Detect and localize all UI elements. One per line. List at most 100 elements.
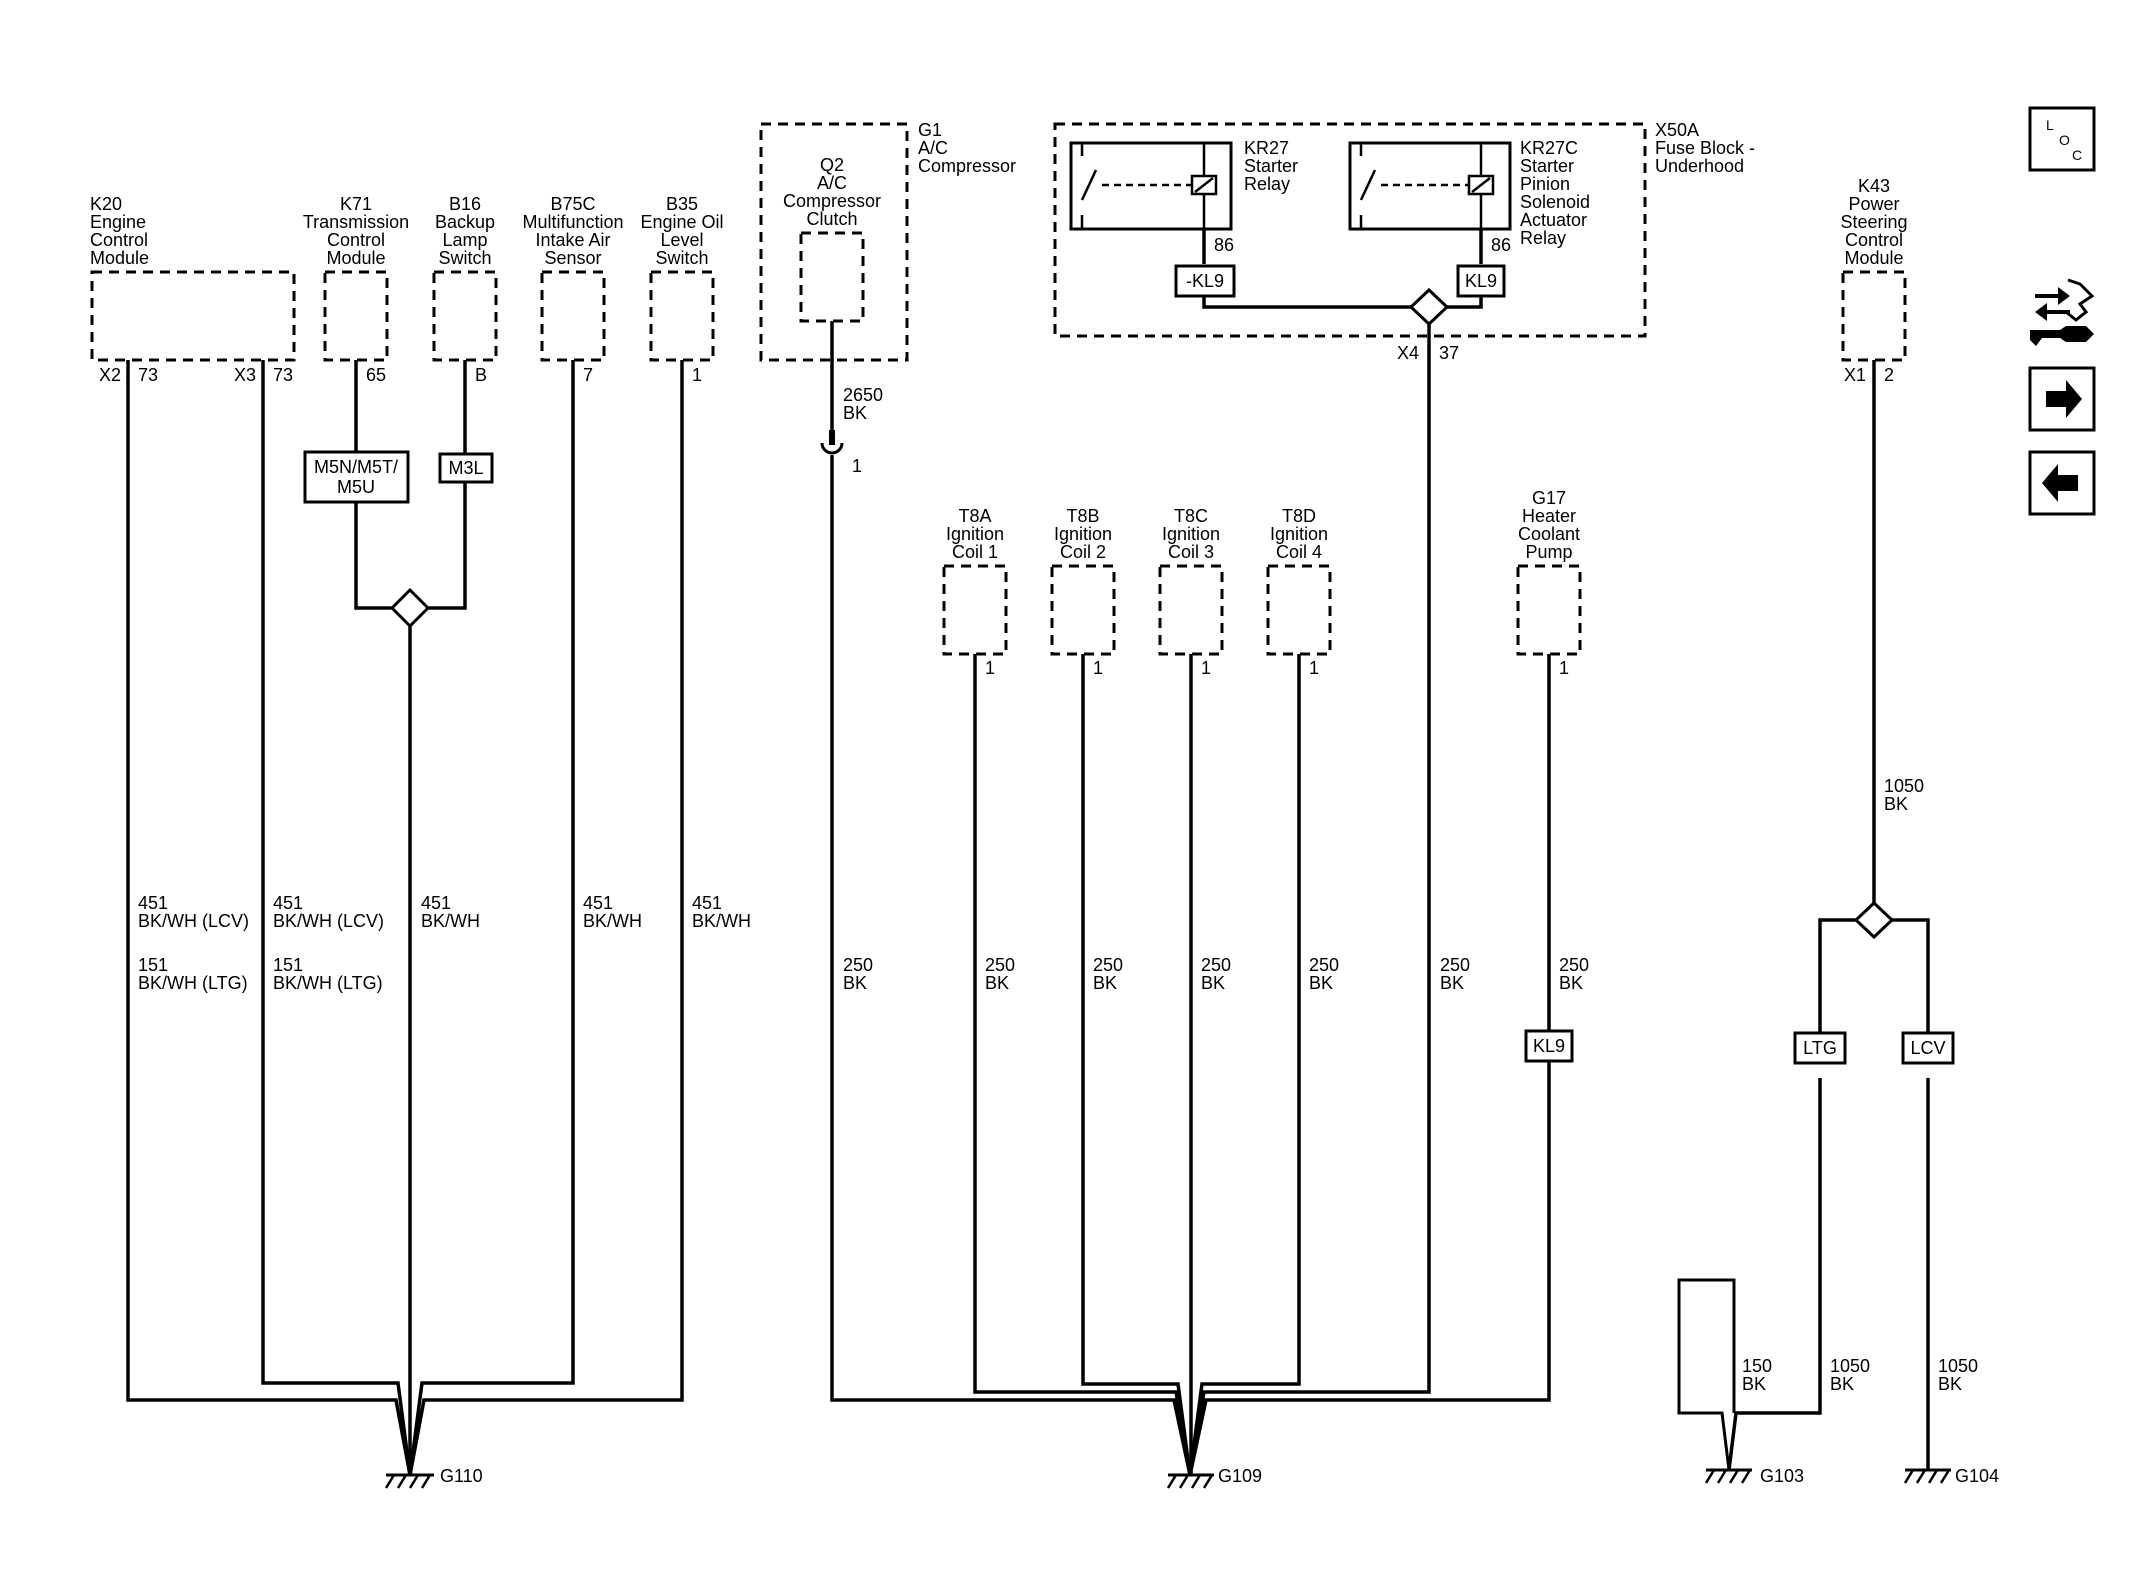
svg-text:BK/WH (LCV): BK/WH (LCV) [138, 911, 249, 931]
g17-pin: 1 [1559, 658, 1569, 678]
svg-text:Lamp: Lamp [442, 230, 487, 250]
k71-pin: 65 [366, 365, 386, 385]
splice-k71-b16 [389, 587, 431, 629]
wire-t8d [1188, 654, 1301, 1476]
svg-text:BK: BK [1309, 973, 1333, 993]
svg-text:KR27C: KR27C [1520, 138, 1578, 158]
svg-text:Pinion: Pinion [1520, 174, 1570, 194]
svg-text:Backup: Backup [435, 212, 495, 232]
wire-b75c [408, 360, 575, 1476]
svg-text:L: L [2046, 117, 2054, 133]
k20-label: K20 Engine Control Module [90, 194, 149, 268]
svg-text:Starter: Starter [1520, 156, 1574, 176]
svg-text:Compressor: Compressor [783, 191, 881, 211]
k20-x3-pin: 73 [273, 365, 293, 385]
option-m5n-line1: M5N/M5T/ [314, 457, 398, 477]
k20-x3-connector: X3 [234, 365, 256, 385]
t8d-ignition-coil-4 [1266, 564, 1332, 656]
g17-heater-coolant-pump [1516, 564, 1582, 656]
k43-connector: X1 [1844, 365, 1866, 385]
svg-text:BK/WH (LCV): BK/WH (LCV) [273, 911, 384, 931]
svg-text:T8A: T8A [958, 506, 991, 526]
svg-text:2650: 2650 [843, 385, 883, 405]
svg-text:250: 250 [1093, 955, 1123, 975]
option-m5n-line2: M5U [337, 477, 375, 497]
previous-page-button[interactable] [2028, 450, 2096, 516]
wire-x50a [1188, 320, 1431, 1476]
svg-text:451: 451 [583, 893, 613, 913]
g1-ac-compressor [759, 122, 909, 362]
svg-text:Engine: Engine [90, 212, 146, 232]
svg-text:BK: BK [1938, 1374, 1962, 1394]
svg-text:O: O [2059, 132, 2070, 148]
svg-text:Sensor: Sensor [544, 248, 601, 268]
kr27-label: KR27 Starter Relay [1244, 138, 1298, 194]
t8b-ignition-coil-2 [1050, 564, 1116, 656]
svg-text:Module: Module [90, 248, 149, 268]
svg-text:Module: Module [326, 248, 385, 268]
svg-text:Intake Air: Intake Air [535, 230, 610, 250]
b75c-pin: 7 [583, 365, 593, 385]
wire-k20-x3 [261, 360, 412, 1476]
k20-engine-control-module [90, 270, 296, 362]
svg-text:KL9: KL9 [1533, 1036, 1565, 1056]
t8b-pin: 1 [1093, 658, 1103, 678]
svg-text:Underhood: Underhood [1655, 156, 1744, 176]
svg-text:Control: Control [1845, 230, 1903, 250]
k71-label: K71 Transmission Control Module [303, 194, 409, 268]
svg-text:B75C: B75C [550, 194, 595, 214]
svg-text:Compressor: Compressor [918, 156, 1016, 176]
svg-text:BK/WH (LTG): BK/WH (LTG) [273, 973, 383, 993]
svg-text:-KL9: -KL9 [1186, 271, 1224, 291]
wire-k43-ltg-branch [1818, 918, 1857, 1050]
svg-text:250: 250 [1559, 955, 1589, 975]
wire-g103-150 [1677, 1278, 1736, 1471]
svg-text:Coil 1: Coil 1 [952, 542, 998, 562]
svg-text:B35: B35 [666, 194, 698, 214]
svg-text:KL9: KL9 [1465, 271, 1497, 291]
svg-text:Steering: Steering [1840, 212, 1907, 232]
svg-text:Fuse Block -: Fuse Block - [1655, 138, 1755, 158]
svg-text:250: 250 [1440, 955, 1470, 975]
connector-end-view-icon[interactable] [2030, 278, 2095, 346]
t8c-ignition-coil-3 [1158, 564, 1224, 656]
svg-text:Ignition: Ignition [946, 524, 1004, 544]
kr27-pin: 86 [1214, 235, 1234, 255]
ground-g103-label: G103 [1760, 1466, 1804, 1486]
svg-text:Control: Control [90, 230, 148, 250]
next-page-button[interactable] [2028, 366, 2096, 432]
svg-text:Relay: Relay [1244, 174, 1290, 194]
svg-text:KR27: KR27 [1244, 138, 1289, 158]
svg-text:250: 250 [1309, 955, 1339, 975]
svg-text:451: 451 [138, 893, 168, 913]
svg-text:Coil 3: Coil 3 [1168, 542, 1214, 562]
svg-text:X50A: X50A [1655, 120, 1699, 140]
svg-text:1050: 1050 [1830, 1356, 1870, 1376]
x50a-connector: X4 [1397, 343, 1419, 363]
svg-text:A/C: A/C [918, 138, 948, 158]
q2-label: Q2 A/C Compressor Clutch [783, 155, 881, 229]
kr27c-starter-pinion-solenoid-actuator-relay [1348, 141, 1512, 231]
option-ltg: LTG [1793, 1031, 1847, 1065]
wire-k20-x2 [126, 360, 412, 1476]
x50a-fuse-block-underhood [1053, 122, 1647, 338]
kr27c-pin: 86 [1491, 235, 1511, 255]
svg-text:A/C: A/C [817, 173, 847, 193]
wire-g17 [1188, 654, 1551, 1476]
svg-text:Q2: Q2 [820, 155, 844, 175]
splice-x50a [1408, 287, 1450, 327]
ground-g109: G109 [1166, 1466, 1262, 1489]
svg-text:Switch: Switch [438, 248, 491, 268]
svg-text:K20: K20 [90, 194, 122, 214]
g17-label: G17 Heater Coolant Pump [1518, 488, 1580, 562]
b75c-intake-air-sensor [540, 270, 606, 362]
k43-pin: 2 [1884, 365, 1894, 385]
location-button[interactable]: L O C [2028, 106, 2096, 172]
wire-k43-lcv-branch [1891, 918, 1930, 1050]
t8c-label: T8C Ignition Coil 3 [1162, 506, 1220, 562]
svg-text:T8C: T8C [1174, 506, 1208, 526]
option-kl9-relay: KL9 [1456, 264, 1506, 298]
wire-t8b [1081, 654, 1192, 1476]
svg-text:Coil 2: Coil 2 [1060, 542, 1106, 562]
b75c-label: B75C Multifunction Intake Air Sensor [522, 194, 623, 268]
